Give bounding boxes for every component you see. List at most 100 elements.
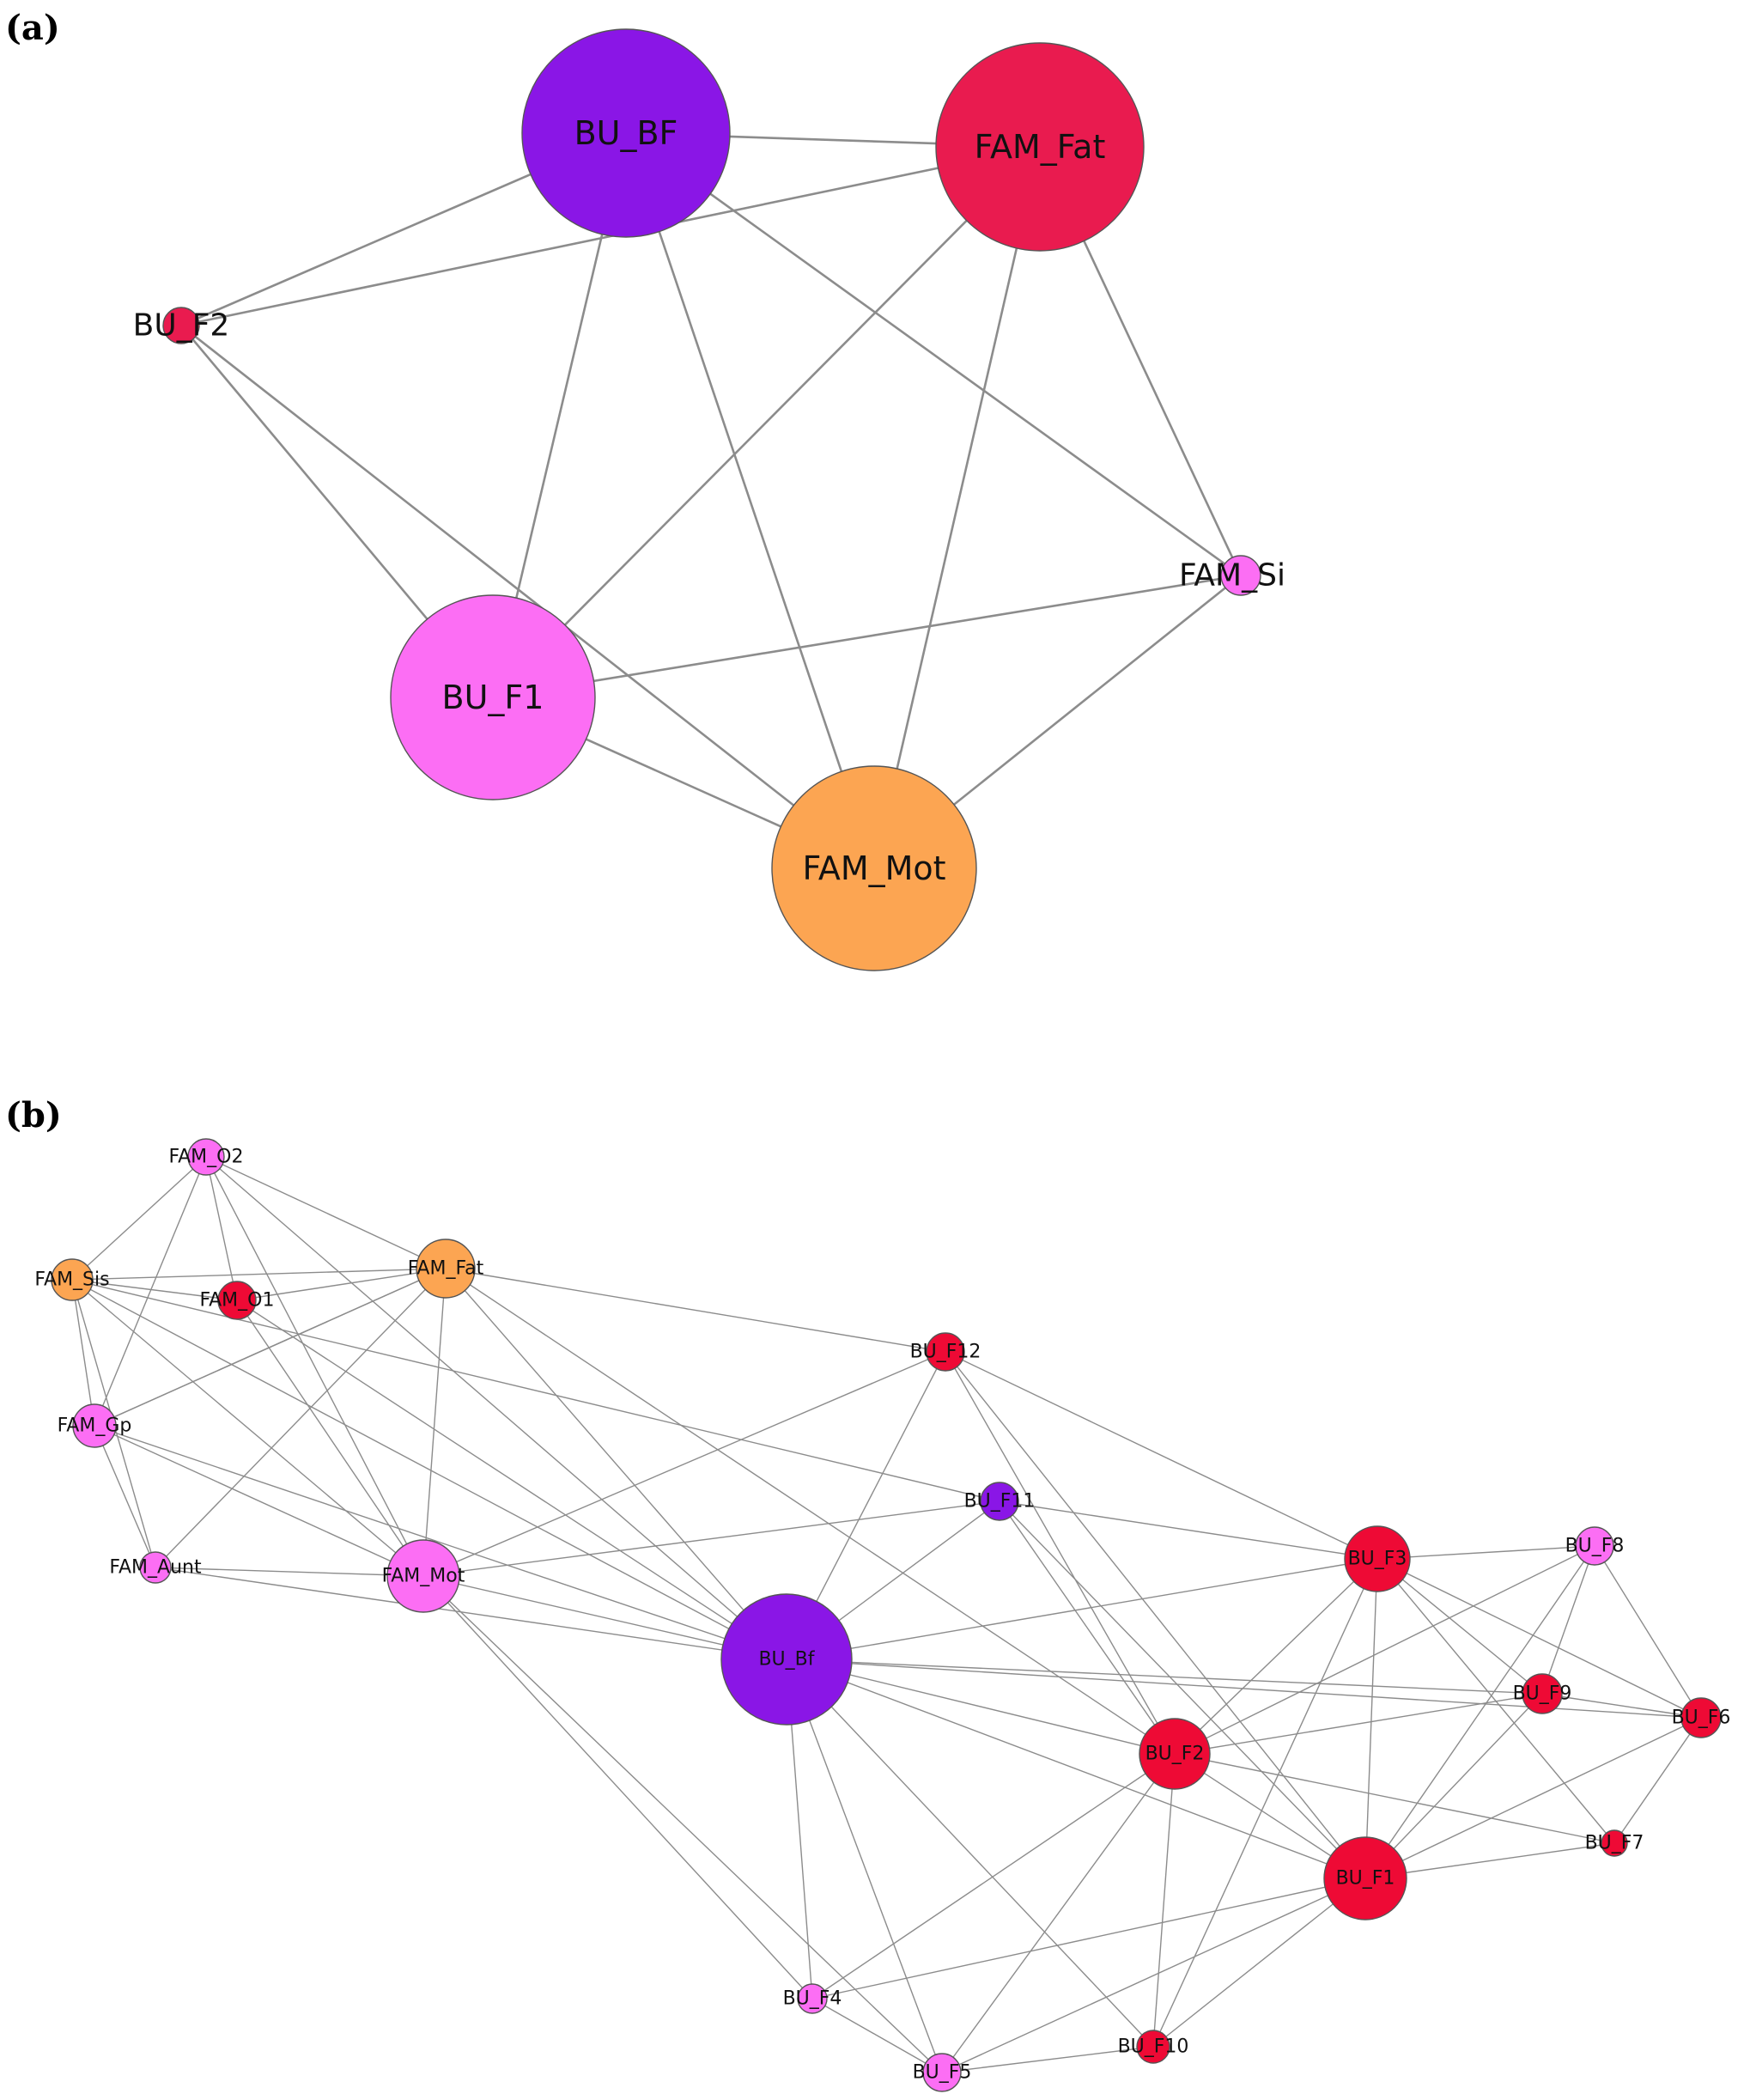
a-node-circle-bu_f2 — [162, 307, 200, 344]
b-edge-fam_fat-bu_bf — [445, 1268, 787, 1660]
panel-b-edges — [71, 1156, 1702, 2073]
b-node-fam_mot: FAM_Mot — [382, 1539, 465, 1613]
b-node-label-bu_f3: BU_F3 — [1348, 1549, 1407, 1570]
b-edge-bu_f2-bu_f10 — [1152, 1753, 1176, 2048]
a-node-bu_f2: BU_F2 — [133, 307, 230, 344]
b-node-circle-fam_o1 — [217, 1281, 257, 1320]
b-node-label-bu_bf: BU_Bf — [758, 1649, 815, 1671]
b-node-fam_o2: FAM_O2 — [169, 1138, 244, 1176]
b-node-circle-fam_o2 — [187, 1138, 225, 1176]
b-edge-fam_o2-fam_mot — [205, 1156, 424, 1577]
a-node-label-bu_f1: BU_F1 — [442, 679, 544, 716]
b-node-circle-bu_f1 — [1323, 1836, 1407, 1920]
a-node-label-fam_mot: FAM_Mot — [802, 849, 945, 887]
b-edge-fam_sis-fam_gp — [71, 1279, 95, 1427]
b-node-bu_f3: BU_F3 — [1344, 1525, 1411, 1592]
a-node-circle-fam_si — [1220, 555, 1261, 596]
b-node-circle-bu_bf — [720, 1593, 853, 1726]
b-node-bu_f10: BU_F10 — [1118, 2030, 1189, 2064]
b-edge-fam_gp-fam_aunt — [94, 1425, 156, 1568]
b-edge-bu_f3-bu_f2 — [1174, 1558, 1378, 1755]
b-edge-fam_o2-fam_fat — [205, 1156, 447, 1269]
b-node-fam_fat: FAM_Fat — [408, 1239, 484, 1299]
b-edge-fam_o2-bu_bf — [205, 1156, 787, 1660]
b-edge-bu_f11-bu_f1 — [999, 1500, 1366, 1879]
b-node-bu_f12: BU_F12 — [910, 1332, 981, 1372]
b-node-label-fam_sis: FAM_Sis — [34, 1269, 109, 1291]
a-edge-fam_fat-bu_f1 — [492, 146, 1041, 698]
b-node-circle-fam_fat — [416, 1239, 476, 1299]
b-node-circle-bu_f7 — [1601, 1829, 1628, 1857]
b-node-label-bu_f9: BU_F9 — [1513, 1683, 1572, 1705]
a-node-fam_si: FAM_Si — [1179, 555, 1285, 596]
b-edge-bu_f9-bu_f2 — [1174, 1693, 1543, 1755]
b-node-circle-fam_gp — [72, 1403, 117, 1448]
b-node-circle-fam_mot — [386, 1539, 460, 1613]
b-edge-fam_sis-fam_mot — [71, 1279, 424, 1577]
b-edge-bu_f1-bu_f10 — [1152, 1878, 1366, 2048]
b-edge-fam_o1-fam_fat — [236, 1268, 447, 1301]
panel-b-label: (b) — [5, 1095, 62, 1135]
a-node-label-bu_f2: BU_F2 — [133, 308, 230, 344]
b-edge-bu_f1-bu_f7 — [1364, 1842, 1615, 1879]
b-node-label-bu_f10: BU_F10 — [1118, 2036, 1189, 2058]
a-edge-bu_f2-fam_mot — [180, 324, 875, 870]
b-edge-bu_bf-bu_f5 — [786, 1659, 943, 2073]
b-node-fam_sis: FAM_Sis — [34, 1258, 110, 1301]
a-node-bu_bf: BU_BF — [521, 28, 731, 238]
b-edge-bu_f3-bu_f8 — [1376, 1545, 1595, 1560]
a-edge-fam_fat-fam_mot — [872, 146, 1042, 869]
b-node-label-fam_gp: FAM_Gp — [58, 1415, 132, 1437]
b-edge-fam_fat-bu_f12 — [445, 1268, 946, 1353]
b-edge-bu_f9-bu_f6 — [1541, 1693, 1702, 1719]
b-edge-fam_o1-bu_bf — [236, 1300, 787, 1660]
a-node-fam_mot: FAM_Mot — [771, 765, 977, 971]
b-edge-bu_f3-bu_f6 — [1376, 1558, 1702, 1719]
b-edge-fam_sis-fam_fat — [71, 1268, 447, 1281]
b-edge-bu_f12-bu_f3 — [945, 1351, 1378, 1560]
a-edge-bu_bf-fam_si — [625, 131, 1242, 577]
b-edge-bu_f4-bu_f5 — [811, 1998, 943, 2073]
b-edge-fam_gp-fam_fat — [94, 1268, 447, 1427]
b-edge-bu_f6-bu_f7 — [1613, 1717, 1702, 1844]
b-node-label-bu_f5: BU_F5 — [913, 2062, 972, 2084]
b-edge-fam_gp-bu_bf — [94, 1425, 787, 1660]
b-node-bu_f4: BU_F4 — [783, 1983, 842, 2014]
b-edge-bu_f12-bu_f2 — [945, 1351, 1176, 1755]
b-edge-bu_f12-bu_f1 — [945, 1351, 1366, 1879]
b-edge-fam_aunt-bu_bf — [155, 1567, 787, 1660]
b-node-label-bu_f7: BU_F7 — [1585, 1833, 1644, 1854]
b-node-label-fam_aunt: FAM_Aunt — [109, 1557, 202, 1579]
a-node-circle-bu_bf — [521, 28, 731, 238]
panel-a-label: (a) — [5, 8, 60, 48]
b-edge-bu_bf-bu_f1 — [786, 1659, 1366, 1879]
b-edge-bu_f1-bu_f5 — [941, 1878, 1366, 2073]
b-edge-fam_mot-bu_f12 — [422, 1351, 946, 1577]
b-edge-bu_f3-bu_f9 — [1376, 1558, 1543, 1695]
b-edge-bu_f6-bu_f1 — [1364, 1717, 1702, 1879]
a-node-label-fam_si: FAM_Si — [1179, 558, 1285, 593]
a-node-label-fam_fat: FAM_Fat — [975, 128, 1106, 166]
b-node-label-bu_f12: BU_F12 — [910, 1342, 981, 1363]
b-edge-fam_o1-fam_mot — [236, 1300, 424, 1577]
b-node-label-bu_f8: BU_F8 — [1565, 1536, 1625, 1557]
b-node-bu_f11: BU_F11 — [964, 1482, 1035, 1521]
a-node-circle-bu_f1 — [390, 594, 596, 800]
b-edge-fam_fat-bu_f2 — [445, 1268, 1176, 1755]
b-edge-fam_mot-bu_f11 — [422, 1500, 1000, 1577]
b-edge-bu_f2-bu_f4 — [811, 1753, 1176, 2000]
b-edge-bu_f8-bu_f9 — [1541, 1545, 1595, 1695]
a-node-fam_fat: FAM_Fat — [935, 42, 1145, 252]
b-node-circle-bu_f10 — [1136, 2030, 1170, 2064]
b-edge-bu_f3-bu_f10 — [1152, 1558, 1378, 2048]
b-node-bu_f2: BU_F2 — [1139, 1718, 1211, 1790]
a-edge-bu_bf-fam_mot — [624, 132, 876, 869]
b-node-circle-bu_f5 — [922, 2053, 962, 2092]
b-edge-bu_f3-bu_f1 — [1364, 1558, 1378, 1879]
b-node-circle-bu_f8 — [1575, 1526, 1614, 1566]
b-node-circle-fam_sis — [51, 1258, 94, 1301]
b-edge-fam_aunt-fam_mot — [155, 1567, 424, 1577]
b-node-label-fam_o2: FAM_O2 — [169, 1147, 244, 1168]
